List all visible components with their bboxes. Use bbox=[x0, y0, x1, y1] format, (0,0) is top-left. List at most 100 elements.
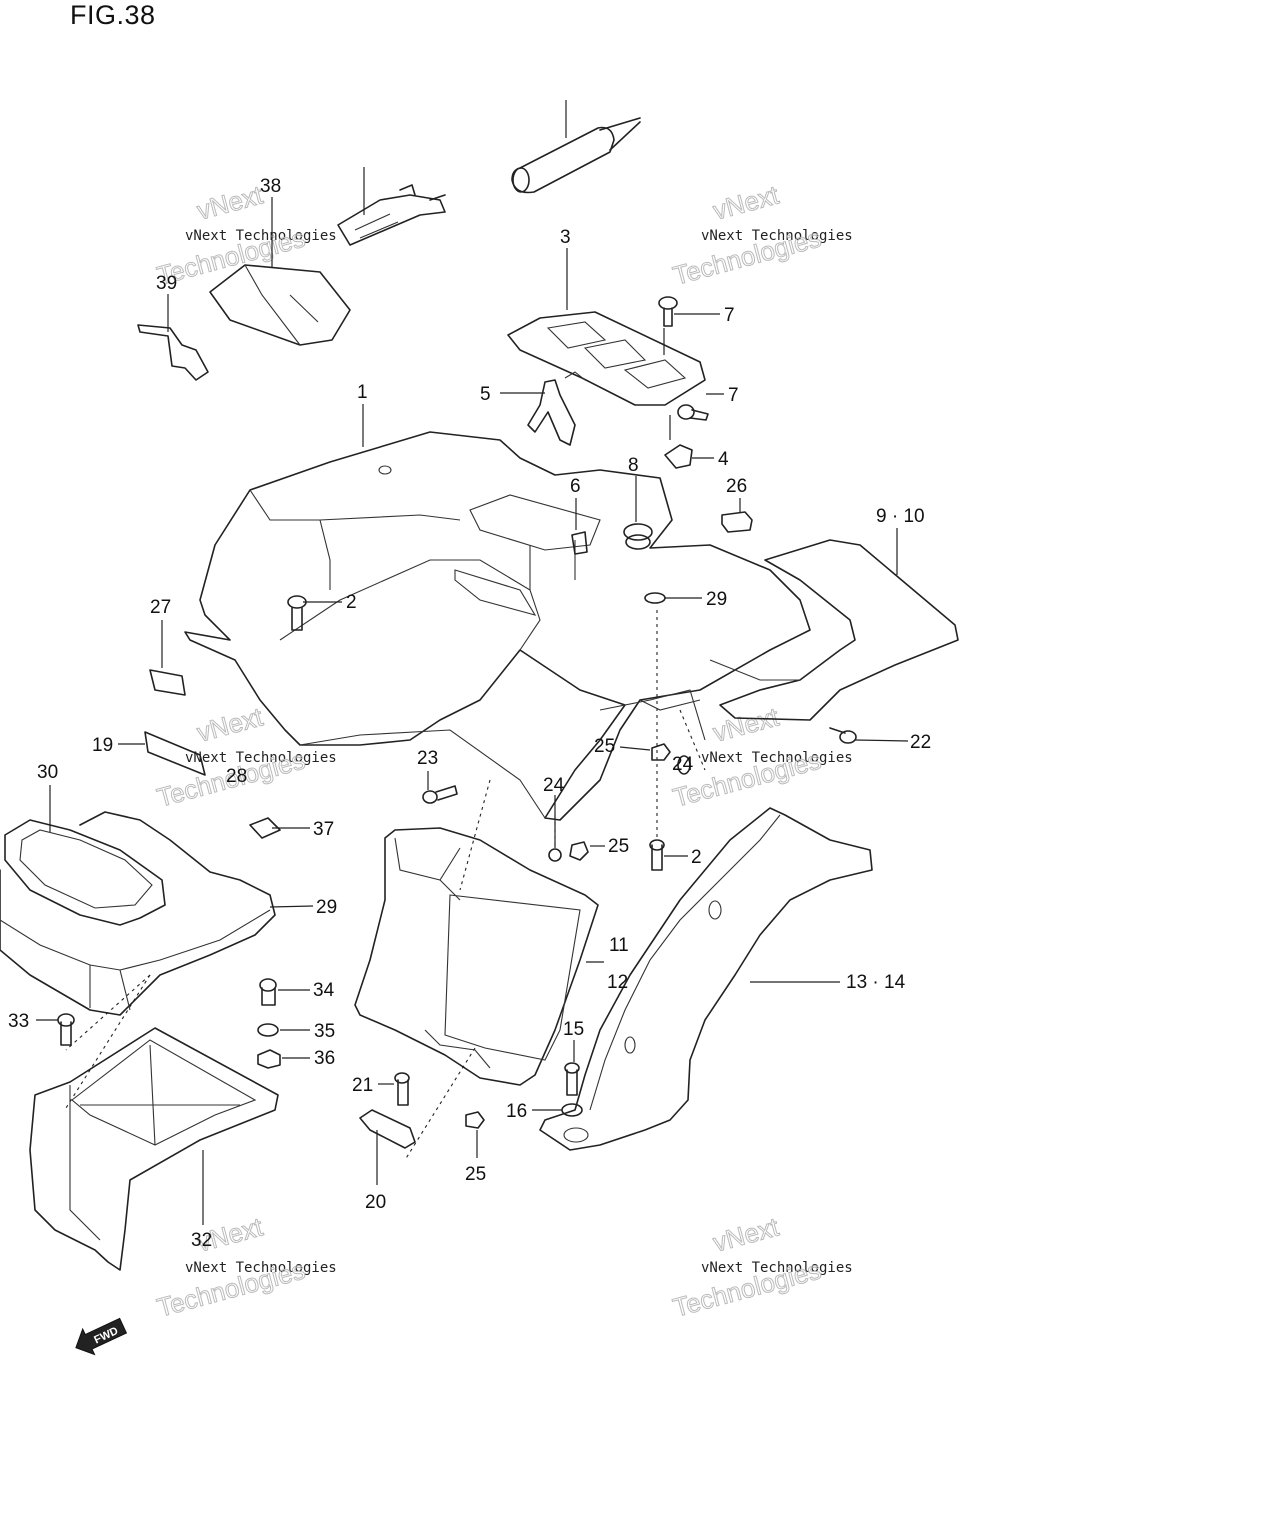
part-22-washer-2 bbox=[548, 848, 562, 862]
callout-label: 29 bbox=[706, 589, 727, 610]
svg-text:vNext: vNext bbox=[194, 179, 267, 225]
callout-label: 3 bbox=[560, 227, 571, 248]
callout-label: 25 bbox=[608, 836, 629, 857]
svg-text:vNext: vNext bbox=[710, 1211, 783, 1257]
callout-label: 35 bbox=[314, 1021, 335, 1042]
part-24-block bbox=[721, 511, 753, 533]
part-36-pouch bbox=[209, 264, 351, 346]
part-13-14-side-rail bbox=[539, 807, 873, 1151]
watermark: vNext vNext Technologies Technologies bbox=[153, 1211, 337, 1323]
watermark: vNext vNext Technologies Technologies bbox=[153, 179, 337, 291]
callout-labels: 38 39 3 7 7 5 4 1 6 8 26 9 · 10 29 2 27 … bbox=[8, 176, 931, 1251]
watermark: vNext vNext Technologies Technologies bbox=[669, 179, 853, 291]
part-33-washer bbox=[257, 1023, 279, 1037]
callout-label: 6 bbox=[570, 476, 581, 497]
callout-label: 24 bbox=[672, 754, 694, 775]
callout-label: 25 bbox=[465, 1164, 486, 1185]
callout-label: 23 bbox=[417, 748, 438, 769]
part-5-bracket bbox=[527, 379, 576, 446]
callout-label: 4 bbox=[718, 449, 729, 470]
callout-label: 29 bbox=[316, 897, 337, 918]
svg-text:vNext Technologies: vNext Technologies bbox=[185, 228, 337, 244]
callout-label: 25 bbox=[594, 736, 615, 757]
part-16-washer bbox=[561, 1103, 583, 1117]
part-3-top-plate bbox=[507, 311, 706, 406]
part-34-nut bbox=[257, 1049, 281, 1069]
part-11-12-mud-guard bbox=[354, 827, 599, 1086]
forward-arrow-icon: FWD bbox=[75, 1317, 128, 1356]
part-23-nut-2 bbox=[569, 841, 589, 861]
callout-label: 20 bbox=[365, 1192, 386, 1213]
callout-label: 28 bbox=[226, 766, 247, 787]
part-35-pad bbox=[249, 817, 281, 839]
callout-label: 2 bbox=[691, 847, 702, 868]
part-32-bolt bbox=[259, 978, 277, 1006]
svg-text:vNext: vNext bbox=[710, 179, 783, 225]
part-30-lower-cover bbox=[29, 1027, 279, 1271]
callout-label: 32 bbox=[191, 1230, 212, 1251]
callout-label: 11 bbox=[609, 935, 629, 956]
assembly-lines bbox=[65, 610, 706, 1161]
part-2-bolt-2 bbox=[649, 839, 665, 871]
part-38-tool-cylinder bbox=[511, 117, 641, 194]
part-39-strap-buckle bbox=[337, 184, 446, 246]
watermark: vNext vNext Technologies Technologies bbox=[153, 701, 337, 813]
callout-label: 13 · 14 bbox=[846, 972, 906, 993]
callout-label: 34 bbox=[313, 980, 335, 1001]
part-4-clip bbox=[664, 444, 693, 469]
part-25-label bbox=[149, 669, 186, 696]
callout-label: 19 bbox=[92, 735, 113, 756]
svg-text:vNext Technologies: vNext Technologies bbox=[701, 750, 853, 766]
callout-label: 7 bbox=[728, 385, 739, 406]
callout-label: 7 bbox=[724, 305, 735, 326]
callout-label: 2 bbox=[346, 592, 357, 613]
callout-label: 24 bbox=[543, 775, 565, 796]
callout-label: 26 bbox=[726, 476, 747, 497]
callout-label: 12 bbox=[607, 972, 628, 993]
part-7-screw bbox=[658, 296, 678, 327]
part-22-washer bbox=[677, 755, 691, 775]
callout-label: 1 bbox=[357, 382, 368, 403]
part-1-rear-fender bbox=[184, 431, 811, 821]
callout-label: 22 bbox=[910, 732, 931, 753]
leader-lines bbox=[36, 100, 909, 1225]
svg-text:vNext: vNext bbox=[710, 701, 783, 747]
part-18-stay bbox=[359, 1109, 416, 1149]
callout-label: 33 bbox=[8, 1011, 29, 1032]
part-15-bolt bbox=[564, 1062, 580, 1096]
callout-label: 16 bbox=[506, 1101, 527, 1122]
part-23-nut bbox=[651, 743, 671, 761]
svg-text:vNext Technologies: vNext Technologies bbox=[185, 1260, 337, 1276]
callout-label: 27 bbox=[150, 597, 171, 618]
watermark-group: vNext vNext Technologies Technologies vN… bbox=[153, 179, 853, 1323]
figure-title: FIG.38 bbox=[70, 0, 156, 30]
callout-label: 15 bbox=[563, 1019, 584, 1040]
callout-label: 37 bbox=[313, 819, 334, 840]
part-23-nut-3 bbox=[465, 1111, 485, 1129]
callout-label: 8 bbox=[628, 455, 639, 476]
part-37-wrench bbox=[137, 324, 209, 381]
part-19-bolt bbox=[394, 1072, 410, 1106]
callout-label: 5 bbox=[480, 384, 491, 405]
part-17-plate bbox=[144, 731, 206, 776]
part-20-bolt bbox=[829, 727, 857, 744]
callout-label: 9 · 10 bbox=[876, 506, 925, 527]
watermark: vNext vNext Technologies Technologies bbox=[669, 1211, 852, 1323]
part-7-screw-2 bbox=[677, 404, 709, 421]
callout-label: 21 bbox=[352, 1075, 373, 1096]
part-29-duct-frame bbox=[4, 819, 166, 926]
svg-text:FWD: FWD bbox=[92, 1325, 120, 1346]
part-8-cap bbox=[623, 523, 653, 550]
part-21-bolt bbox=[422, 785, 458, 804]
callout-label: 30 bbox=[37, 762, 58, 783]
forward-direction-badge: FWD bbox=[75, 1317, 128, 1356]
callout-label: 39 bbox=[156, 273, 177, 294]
callout-label: 38 bbox=[260, 176, 281, 197]
part-9-10-rear-flap bbox=[709, 539, 959, 721]
svg-text:vNext Technologies: vNext Technologies bbox=[701, 228, 853, 244]
part-6-grommet bbox=[571, 531, 588, 555]
svg-text:vNext Technologies: vNext Technologies bbox=[185, 750, 337, 766]
part-28-air-box bbox=[0, 811, 276, 1016]
part-31-bolt bbox=[57, 1013, 75, 1046]
